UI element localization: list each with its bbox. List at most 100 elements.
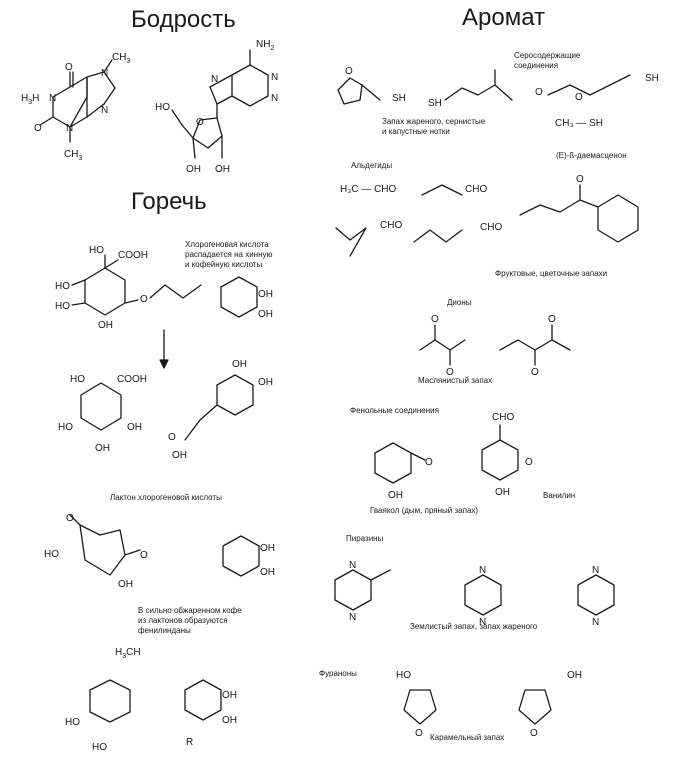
hydroxyl-label: OH xyxy=(258,309,273,320)
damascenone-structure: O xyxy=(519,174,639,243)
atom-o: O xyxy=(196,117,204,128)
hydroxyl-label: HO xyxy=(58,422,73,433)
hydroxyl-label: HO xyxy=(396,670,411,681)
diones-group: O O O O xyxy=(419,314,571,378)
atom-o: O xyxy=(446,367,454,378)
note-indane-line2: из лактонов образуются xyxy=(138,616,228,625)
hydroxyl-label: HO xyxy=(65,717,80,728)
hydroxyl-label: OH xyxy=(98,320,113,331)
atom-n: N xyxy=(66,123,73,134)
note-buttery: Маслянистый запах xyxy=(418,376,493,385)
hydroxyl-label: OH xyxy=(172,450,187,461)
note-roast: Запах жареного, сернистые и капустные но… xyxy=(382,117,485,137)
note-lactone: Лактон хлорогеновой кислоты xyxy=(110,493,222,502)
hydroxyl-label: HO xyxy=(70,374,85,385)
atom-n: N xyxy=(101,68,108,79)
vanillin-structure: CHO O OH xyxy=(481,412,533,498)
hydroxyl-label: OH xyxy=(222,690,237,701)
sulfur-ester-structure: O O SH CH₃ — SH xyxy=(535,73,659,129)
atom-o: O xyxy=(168,432,176,443)
methyl-label: CH3 xyxy=(64,149,82,162)
amine-label: NH2 xyxy=(256,39,274,52)
atom-n: N xyxy=(101,105,108,116)
chlorogenic-acid-structure: HO COOH HO HO O OH OH OH xyxy=(55,245,273,331)
note-chlorogenic: Хлорогеновая кислота распадается на хинн… xyxy=(185,240,273,270)
adenosine-structure: NH2 HO OH OH O N N N xyxy=(155,39,278,175)
atom-o: O xyxy=(140,550,148,561)
hydroxyl-label: OH xyxy=(388,490,403,501)
atom-o: O xyxy=(345,66,353,77)
atom-n: N xyxy=(271,72,278,83)
atom-o: O xyxy=(530,728,538,739)
heading-alertness: Бодрость xyxy=(131,6,236,33)
hydroxyl-label: OH xyxy=(222,715,237,726)
atom-n: N xyxy=(592,617,599,628)
atom-n: N xyxy=(592,565,599,576)
thiol-label: SH xyxy=(428,98,442,109)
acetaldehyde-label: H₃C — CHO xyxy=(340,184,397,195)
carboxyl-label: COOH xyxy=(118,250,148,261)
atom-n: N xyxy=(349,560,356,571)
hydroxyl-label: HO xyxy=(55,301,70,312)
atom-o: O xyxy=(140,294,148,305)
hydroxyl-label: OH xyxy=(215,164,230,175)
quinic-acid-structure: HO COOH HO OH OH xyxy=(58,374,147,454)
note-roast-line1: Запах жареного, сернистые xyxy=(382,117,486,126)
atom-n: N xyxy=(479,565,486,576)
hydroxyl-label: OH xyxy=(186,164,201,175)
hydroxyl-label: HO xyxy=(155,102,170,113)
aldehyde-label: CHO xyxy=(465,184,487,195)
aldehydes-group: H₃C — CHO CHO CHO CHO xyxy=(335,184,502,257)
note-aldehydes: Альдегиды xyxy=(351,161,393,170)
hydroxyl-label: OH xyxy=(260,543,275,554)
furanones-group: O HO O OH xyxy=(396,670,582,739)
note-pyrazines: Пиразины xyxy=(346,534,384,543)
caffeine-structure: O O N N N N H3H CH3 CH3 xyxy=(21,52,130,162)
guaiacol-structure: O OH xyxy=(374,442,433,501)
note-indane-line3: фенилинданы xyxy=(138,626,191,635)
aldehyde-label: CHO xyxy=(480,222,502,233)
carboxyl-label: COOH xyxy=(117,374,147,385)
note-damascenone: (E)-ß-даемасценон xyxy=(556,151,627,160)
note-furanones: Фураноны xyxy=(319,669,357,678)
atom-o: O xyxy=(576,174,584,185)
note-roast-line2: и капустные нотки xyxy=(382,127,450,136)
note-guaiacol: Гваякол (дым, пряный запах) xyxy=(370,506,479,515)
atom-n: N xyxy=(211,74,218,85)
note-vanillin: Ванилин xyxy=(543,491,576,500)
aldehyde-label: CHO xyxy=(380,220,402,231)
hydroxyl-label: HO xyxy=(92,742,107,753)
lactone-structure: O HO OH O OH OH xyxy=(44,513,275,590)
hydroxyl-label: OH xyxy=(127,422,142,433)
thiol-label: SH xyxy=(645,73,659,84)
phenylindane-structure: H3CH HO HO OH OH R xyxy=(65,647,237,753)
note-phenylindane: В сильно обжаренном кофе из лактонов обр… xyxy=(138,606,242,636)
heading-bitterness: Горечь xyxy=(131,188,207,215)
atom-o: O xyxy=(425,457,433,468)
note-diones: Дионы xyxy=(447,298,472,307)
hydroxyl-label: OH xyxy=(258,377,273,388)
hydroxyl-label: OH xyxy=(118,579,133,590)
atom-o: O xyxy=(575,92,583,103)
r-group-label: R xyxy=(186,737,193,748)
atom-o: O xyxy=(415,728,423,739)
atom-n: N xyxy=(49,93,56,104)
thiol-label: SH xyxy=(392,93,406,104)
note-indane-line1: В сильно обжаренном кофе xyxy=(138,606,242,615)
atom-o: O xyxy=(66,513,74,524)
hydroxyl-label: HO xyxy=(55,281,70,292)
methanethiol-label: CH₃ — SH xyxy=(555,118,603,129)
atom-o: O xyxy=(525,457,533,468)
note-sulfur-line1: Серосодержащие xyxy=(514,51,581,60)
hydroxyl-label: OH xyxy=(95,443,110,454)
methyl-label: H3CH xyxy=(115,647,141,660)
note-phenols: Фенольные соединения xyxy=(350,406,439,415)
note-chlorogenic-line3: и кофейную кислоты xyxy=(185,260,263,269)
methyl-label: CH3 xyxy=(112,52,130,65)
note-caramel: Карамельный запах xyxy=(430,733,505,742)
prenylthiol-structure: SH xyxy=(428,69,513,109)
furfurylthiol-structure: O SH xyxy=(337,66,406,105)
atom-o: O xyxy=(548,314,556,325)
